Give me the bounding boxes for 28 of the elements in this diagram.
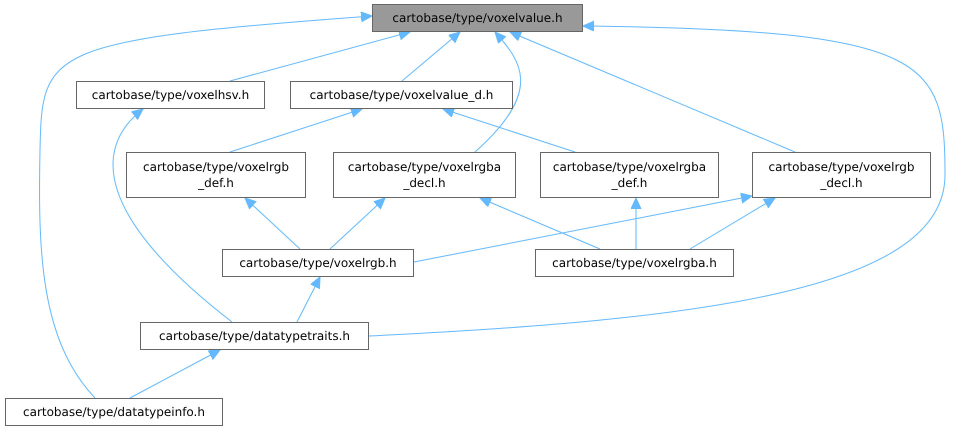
include-arrow xyxy=(230,30,410,82)
include-arrow xyxy=(296,276,320,322)
include-arrow xyxy=(230,107,362,152)
file-node: cartobase/type/voxelrgb _decl.h xyxy=(752,152,931,198)
include-arrow xyxy=(244,198,300,250)
include-arrow xyxy=(130,350,220,398)
include-arrow xyxy=(112,108,232,322)
include-arrow xyxy=(414,192,752,262)
file-node: cartobase/type/voxelrgb _def.h xyxy=(126,152,306,198)
include-arrow xyxy=(510,31,796,152)
include-arrow xyxy=(690,198,776,250)
include-arrow xyxy=(330,198,386,250)
include-arrow xyxy=(402,32,460,82)
file-node: cartobase/type/voxelvalue_d.h xyxy=(290,81,513,109)
file-node: cartobase/type/voxelvalue.h xyxy=(372,4,583,32)
file-node: cartobase/type/voxelhsv.h xyxy=(76,81,265,109)
include-arrow xyxy=(442,107,576,152)
include-arrow xyxy=(630,198,642,250)
include-arrow xyxy=(368,20,946,336)
include-arrow xyxy=(480,197,600,250)
file-node: cartobase/type/voxelrgba _decl.h xyxy=(333,152,516,198)
file-node: cartobase/type/voxelrgb.h xyxy=(222,249,414,277)
include-arrow xyxy=(474,32,522,152)
include-arrow xyxy=(39,11,372,398)
file-node: cartobase/type/voxelrgba.h xyxy=(535,249,734,277)
file-node: cartobase/type/datatypeinfo.h xyxy=(5,398,223,426)
file-node: cartobase/type/voxelrgba _def.h xyxy=(540,152,719,198)
file-node: cartobase/type/datatypetraits.h xyxy=(140,322,369,350)
